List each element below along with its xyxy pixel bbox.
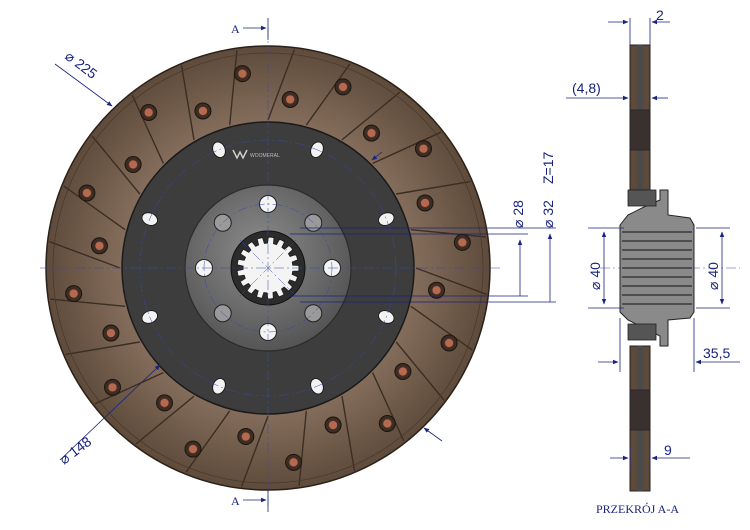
segment-groove <box>415 267 487 295</box>
segment-groove <box>305 63 351 126</box>
dim-hub-diameter-right: ⌀ 40 <box>696 227 730 309</box>
rivet-core <box>198 106 208 116</box>
front-view: WOOMERAL <box>40 28 500 508</box>
segment-groove <box>63 185 126 231</box>
rivet-core <box>107 382 118 393</box>
segment-groove <box>410 305 473 351</box>
rivet-core <box>418 143 429 154</box>
hub-spline-section <box>622 231 692 305</box>
rivets <box>65 65 471 471</box>
segment-groove <box>341 91 401 141</box>
section-rivet-top <box>627 189 657 207</box>
rivet-core <box>106 328 116 338</box>
segment-groove <box>91 135 141 195</box>
rivet-core <box>94 240 105 251</box>
segment-groove <box>267 49 295 121</box>
segment-groove <box>228 50 238 126</box>
svg-text:9: 9 <box>664 442 672 458</box>
dim-bore: ⌀ 28 ⌀ 32 Z=17 <box>290 151 556 303</box>
svg-text:⌀ 28: ⌀ 28 <box>510 200 526 228</box>
rivet-core <box>431 285 442 296</box>
segment-groove <box>135 395 195 445</box>
segment-groove <box>341 396 356 471</box>
rivet-core <box>240 431 251 442</box>
rivet-core <box>457 237 468 248</box>
dim-offset: (4,8) <box>566 80 668 101</box>
svg-text:⌀ 32: ⌀ 32 <box>540 200 556 228</box>
section-rivet-bottom <box>627 323 657 341</box>
segment-groove <box>131 94 164 164</box>
svg-text:(4,8): (4,8) <box>572 80 601 96</box>
svg-text:Z=17: Z=17 <box>540 151 556 184</box>
segment-groove <box>65 341 140 356</box>
svg-text:⌀ 40: ⌀ 40 <box>705 262 721 290</box>
rivet-core <box>328 420 338 430</box>
rivet-core <box>397 366 408 377</box>
hub-hole <box>213 213 232 232</box>
segment-groove <box>94 372 164 405</box>
brand-text: WOOMERAL <box>250 153 280 159</box>
segment-groove <box>50 298 126 308</box>
rivet-core <box>288 457 299 468</box>
rivet-core <box>366 128 377 139</box>
segment-groove <box>298 410 308 486</box>
segment-groove <box>372 372 405 442</box>
rivet-core <box>444 338 454 348</box>
svg-text:2: 2 <box>656 7 664 23</box>
dim-thickness: 2 <box>608 7 670 46</box>
rivet-core <box>382 418 393 429</box>
hub-holes <box>195 195 341 341</box>
section-marker-bottom: A <box>231 490 269 512</box>
section-caption: PRZEKRÓJ A-A <box>596 502 679 516</box>
rivet-core <box>159 397 170 408</box>
svg-text:⌀ 148: ⌀ 148 <box>56 433 94 467</box>
svg-text:A: A <box>231 22 240 36</box>
segment-groove <box>396 180 471 195</box>
svg-text:⌀ 225: ⌀ 225 <box>62 48 100 82</box>
pitch-circle <box>203 203 333 333</box>
dim-hub-length: 35,5 <box>598 318 740 372</box>
segment-groove <box>185 410 231 473</box>
dim-total-width: 9 <box>610 442 690 470</box>
segment-groove <box>180 65 195 140</box>
rivet-core <box>128 159 139 170</box>
segment-groove <box>372 131 442 164</box>
rivet-core <box>68 288 79 299</box>
segment-groove <box>49 241 121 269</box>
segment-groove <box>241 415 269 487</box>
slot-circle <box>139 139 397 397</box>
segment-groove <box>410 228 486 238</box>
rivet-core <box>82 188 92 198</box>
brand-logo: WOOMERAL <box>232 149 280 160</box>
dim-hub-diameter-left: ⌀ 40 <box>587 227 624 309</box>
segment-groove <box>395 341 445 401</box>
rivet-core <box>285 94 296 105</box>
rivet-core <box>338 82 348 92</box>
svg-text:⌀ 40: ⌀ 40 <box>587 262 603 290</box>
rivet-core <box>143 107 154 118</box>
rivet-core <box>237 68 248 79</box>
svg-text:35,5: 35,5 <box>703 345 730 361</box>
svg-text:A: A <box>231 494 240 508</box>
rivet-core <box>420 198 430 208</box>
rivet-core <box>188 444 198 454</box>
section-marker-top: A <box>231 18 269 40</box>
section-view <box>600 44 740 492</box>
friction-segments <box>49 49 487 487</box>
